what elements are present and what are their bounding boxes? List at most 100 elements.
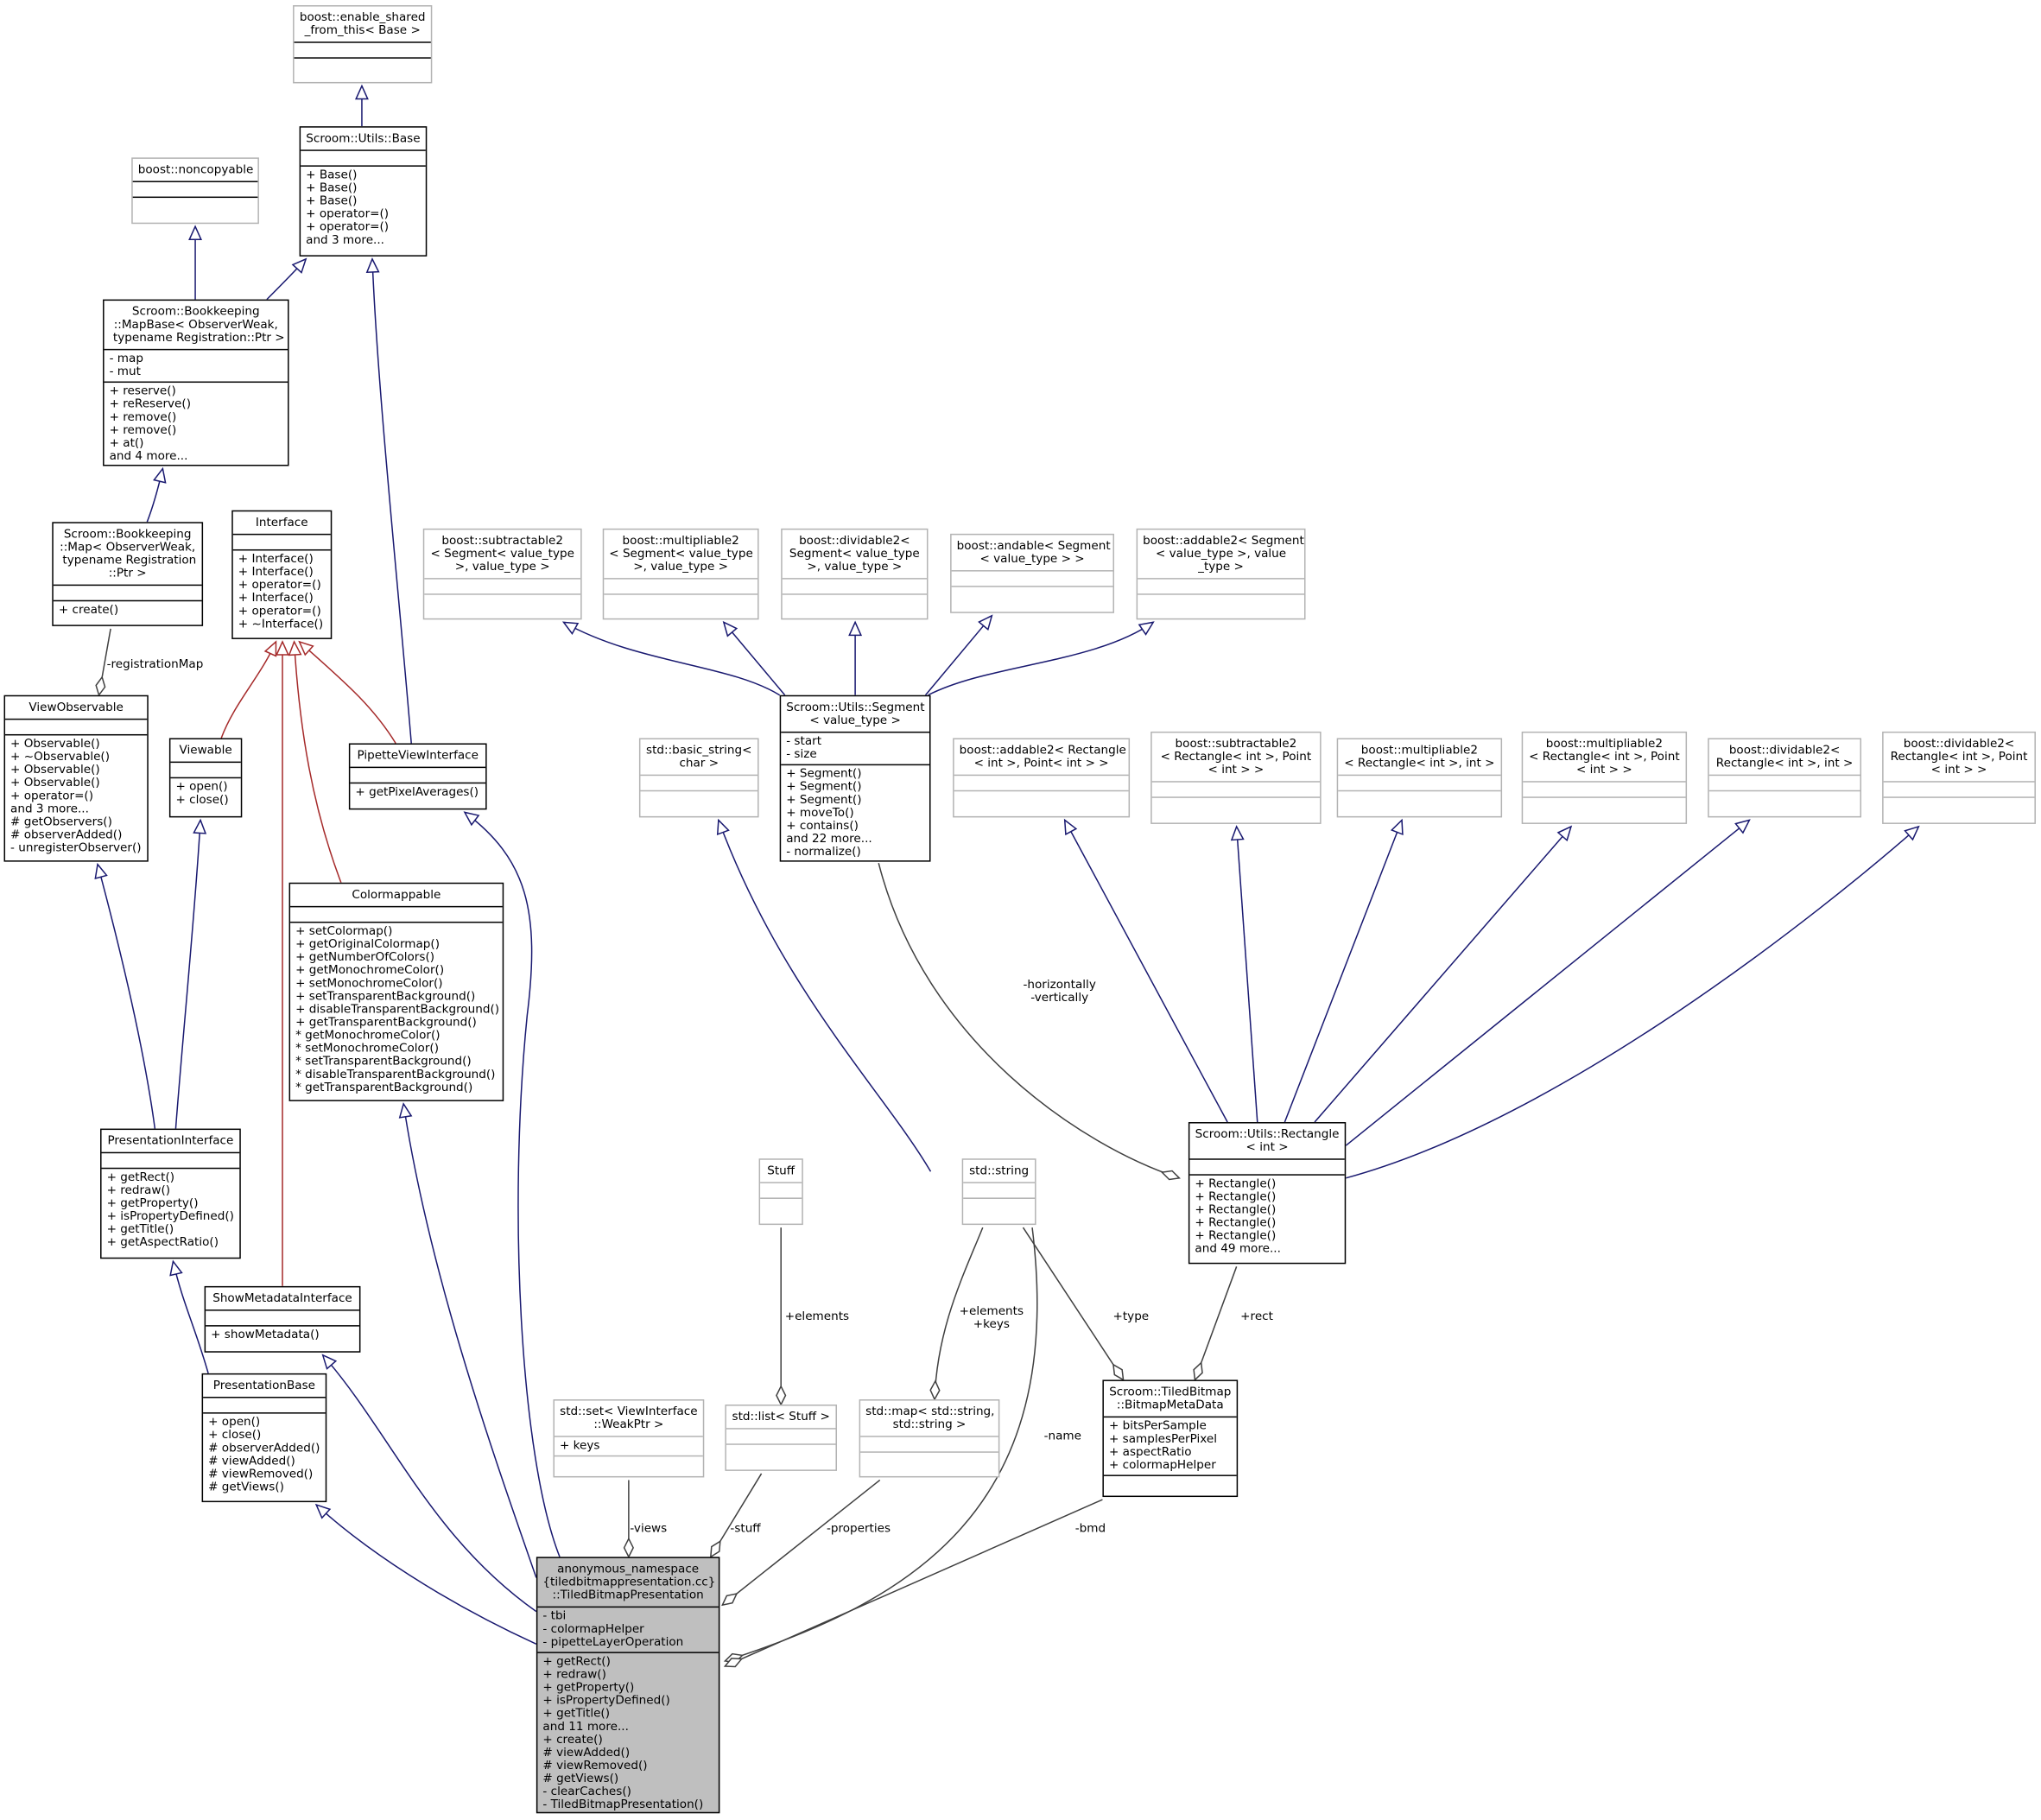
class-name: boost::addable2< Rectangle [959,745,1126,758]
class-operation: * setMonochromeColor() [295,1043,440,1056]
inheritance-edge [1284,820,1403,1123]
inheritance-arrowhead [1138,621,1155,636]
inheritance-arrowhead [716,818,730,836]
class-operation: + Rectangle() [1195,1190,1277,1204]
class-operation: + showMetadata() [211,1329,320,1342]
inheritance-edge [402,1103,537,1578]
node-ops-section [951,586,1113,601]
class-operation: + Segment() [786,794,862,808]
node-ops-section [860,1451,998,1467]
class-operation: # viewAdded() [542,1747,631,1760]
class-node-presentation-base: PresentationBase+ open()+ close()# obser… [201,1373,327,1503]
class-operation: + operator=() [306,221,390,235]
class-name: ::Map< ObserverWeak, [60,541,196,555]
class-operation: + setColormap() [295,925,393,939]
node-attrs-section [860,1436,998,1451]
class-operation: + getNumberOfColors() [295,951,435,965]
class-name: Scroom::Utils::Rectangle [1195,1128,1340,1142]
class-operation: and 3 more... [306,234,384,248]
class-node-bookkeeping-map: Scroom::Bookkeeping::Map< ObserverWeak, … [52,522,204,626]
node-ops-section: + open()+ close()# observerAdded()# view… [203,1412,326,1497]
class-name: < value_type > > [979,553,1085,567]
node-title-section: Scroom::Utils::Rectangle< int > [1189,1124,1344,1159]
class-name: boost::multipliable2 [1545,738,1663,751]
node-title-section: ViewObservable [5,696,147,719]
class-node-andable-segment: boost::andable< Segment< value_type > > [950,533,1114,613]
aggregation-diamond [1160,1170,1181,1181]
class-operation: - clearCaches() [542,1785,631,1799]
class-name: < Rectangle< int >, Point [1160,751,1312,764]
inheritance-edge [464,811,561,1557]
class-operation: + setMonochromeColor() [295,977,443,991]
class-operation: + at() [109,437,144,451]
node-ops-section: + reserve()+ reReserve()+ remove()+ remo… [104,381,288,466]
class-node-colormappable: Colormappable+ setColormap()+ getOrigina… [288,882,504,1101]
class-node-dividable2-rectangle-point: boost::dividable2<Rectangle< int >, Poin… [1882,731,2036,824]
class-operation: + getTransparentBackground() [295,1016,477,1030]
class-attribute: + samplesPerPixel [1108,1433,1218,1447]
class-operation: + Observable() [10,777,100,790]
class-operation: + Rectangle() [1195,1230,1277,1244]
inheritance-edge [718,820,932,1172]
class-operation: + operator=() [10,790,94,803]
node-ops-section [1883,796,2035,812]
node-ops-section: + getRect()+ redraw()+ getProperty()+ is… [537,1652,719,1814]
inheritance-edge [924,615,992,696]
class-name: < int > [1246,1141,1289,1155]
class-name: boost::dividable2< [799,535,910,549]
node-ops-section [1103,1474,1237,1490]
class-node-bitmap-metadata: Scroom::TiledBitmap::BitmapMetaData+ bit… [1102,1379,1239,1498]
node-ops-section [963,1197,1036,1213]
class-name: Segment< value_type [789,548,920,561]
aggregation-diamond [95,675,106,697]
class-operation: + operator=() [238,605,321,618]
inheritance-edge [1235,826,1258,1123]
node-attrs-section [5,718,148,734]
class-node-bookkeeping-mapbase: Scroom::Bookkeeping::MapBase< ObserverWe… [103,299,289,466]
class-operation: + remove() [109,424,177,438]
inheritance-edge [172,1261,209,1374]
aggregation-diamond [929,1379,941,1401]
node-attrs-section [1338,774,1501,790]
class-operation: * getMonochromeColor() [295,1030,441,1043]
class-name: PresentationInterface [107,1135,234,1149]
class-node-view-observable: ViewObservable + Observable()+ ~Observabl… [3,694,149,862]
class-node-dividable2-segment: boost::dividable2<Segment< value_type>, … [781,528,929,620]
class-operation: - normalize() [786,846,861,859]
node-attrs-section: + bitsPerSample+ samplesPerPixel+ aspect… [1103,1416,1237,1475]
inheritance-arrowhead [365,257,380,274]
node-title-section: boost::subtractable2< Segment< value_typ… [424,530,580,578]
inheritance-arrowhead [1734,819,1751,834]
node-ops-section: + Observable()+ ~Observable()+ Observabl… [5,733,148,858]
inheritance-arrowhead [1063,818,1078,836]
inheritance-edge [174,820,201,1129]
node-title-section: boost::dividable2<Rectangle< int >, int … [1709,739,1860,775]
class-name: {tiledbitmappresentation.cc} [542,1576,716,1590]
association-edge [934,1227,984,1400]
class-name: Scroom::Utils::Base [306,132,421,146]
inheritance-arrowhead [722,620,738,637]
class-operation: + Rectangle() [1195,1217,1277,1231]
node-attrs-section [760,1182,802,1197]
class-name: boost::addable2< Segment [1143,535,1304,549]
edge-label-bmd: -bmd [1074,1523,1106,1537]
node-attrs-section [1523,781,1686,796]
node-title-section: PipetteViewInterface [350,745,485,767]
node-attrs-section [290,905,503,922]
inheritance-arrowhead [398,1102,413,1119]
class-operation: + Observable() [10,738,100,751]
class-attribute: - start [786,735,822,749]
inheritance-arrowhead [1230,825,1245,841]
inheritance-edge [1345,819,1750,1146]
node-title-section: Scroom::Utils::Segment< value_type > [781,696,929,732]
node-attrs-section [294,41,431,57]
class-operation: + getAspectRatio() [106,1236,219,1250]
class-operation: + getRect() [106,1171,175,1185]
class-node-subtractable2-rectangle: boost::subtractable2< Rectangle< int >, … [1150,731,1322,824]
aggregation-diamond [721,1592,738,1607]
node-title-section: boost::noncopyable [133,159,258,181]
node-attrs-section: - tbi- colormapHelper- pipetteLayerOpera… [537,1606,719,1652]
class-operation: + getMonochromeColor() [295,964,445,978]
node-ops-section [1523,796,1686,812]
